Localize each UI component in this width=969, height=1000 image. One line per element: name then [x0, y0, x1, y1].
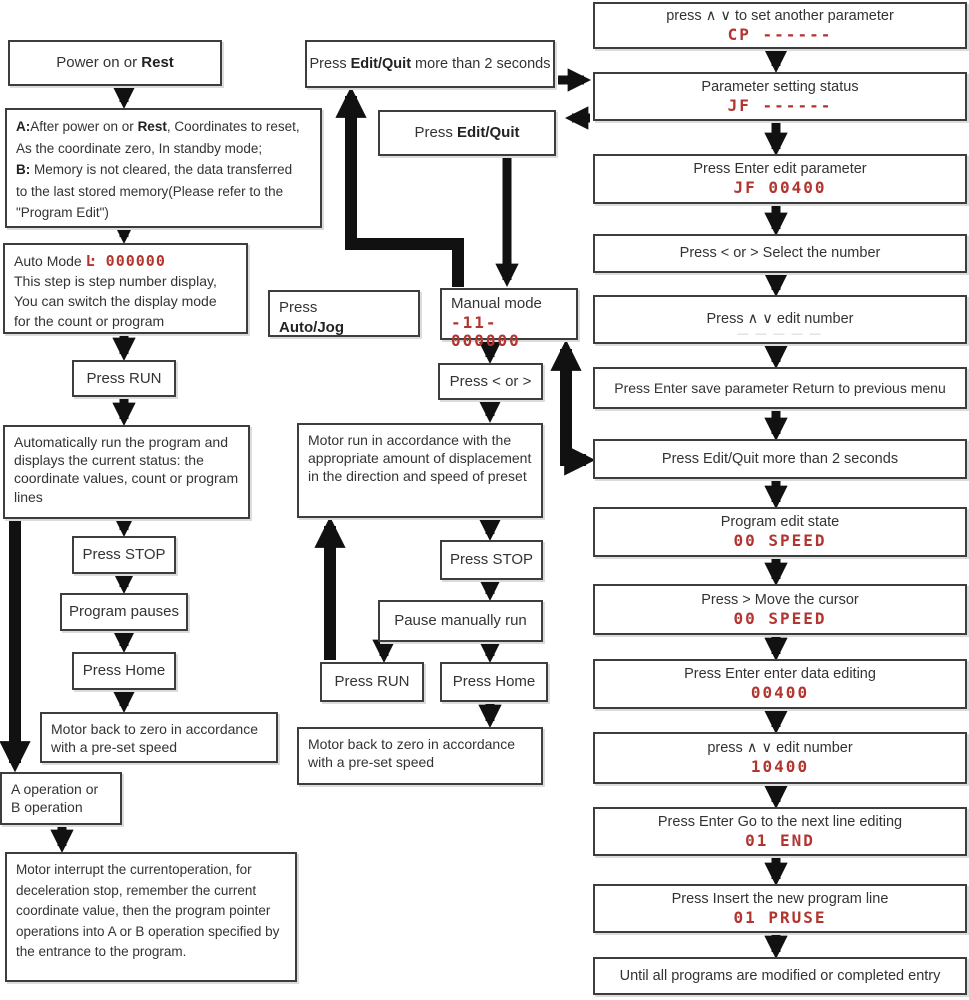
auto-mode-line2: This step is step number display, — [14, 273, 217, 289]
box-a-b-operation: A operation or B operation — [0, 772, 122, 825]
box-save-param: Press Enter save parameter Return to pre… — [593, 367, 967, 409]
move-cursor-label: Press > Move the cursor — [701, 591, 859, 608]
box-press-autojog: Press Auto/Jog — [268, 290, 420, 337]
edit-number-2-label: press ∧ ∨ edit number — [707, 740, 853, 757]
box-motor-back-zero: Motor back to zero in accordance with a … — [40, 712, 278, 763]
move-cursor-led-display: 00 SPEED — [733, 608, 827, 628]
box-press-stop-manual: Press STOP — [440, 540, 543, 580]
box-press-stop: Press STOP — [72, 536, 176, 574]
editquit-2s-right-label: Press Edit/Quit more than 2 seconds — [661, 450, 899, 467]
box-press-editquit: Press Edit/Quit — [378, 110, 556, 156]
box-program-pauses: Program pauses — [60, 593, 188, 631]
box-edit-number-2: press ∧ ∨ edit number 10400 — [593, 732, 967, 784]
box-program-edit-state: Program edit state 00 SPEED — [593, 507, 967, 557]
box-motor-run-preset: Motor run in accordance with the appropr… — [297, 423, 543, 518]
motor-interrupt-label: Motor interrupt the currentoperation, fo… — [16, 862, 280, 959]
edit-number-faint-dashes: — — — — — — [737, 328, 823, 340]
box-press-home-manual: Press Home — [440, 662, 548, 702]
box-press-home: Press Home — [72, 652, 176, 690]
enter-data-editing-label: Press Enter enter data editing — [684, 666, 876, 683]
press-home-manual-label: Press Home — [452, 673, 536, 691]
box-move-cursor: Press > Move the cursor 00 SPEED — [593, 584, 967, 635]
manual-mode-label: Manual mode — [451, 295, 542, 312]
box-press-run: Press RUN — [72, 360, 176, 397]
box-insert-program-line: Press Insert the new program line 01 PRU… — [593, 884, 967, 933]
ab-note-line4: to the last stored memory(Please refer t… — [16, 183, 284, 199]
auto-mode-line4: for the count or program — [14, 313, 165, 329]
box-select-number: Press < or > Select the number — [593, 234, 967, 273]
motor-back-zero-label: Motor back to zero in accordance with a … — [51, 721, 258, 756]
program-pauses-label: Program pauses — [68, 603, 180, 621]
edit-number-label: Press ∧ ∨ edit number — [706, 311, 854, 328]
param-status-label: Parameter setting status — [701, 78, 859, 95]
pause-manual-run-label: Pause manually run — [394, 612, 527, 630]
box-motor-back-zero-manual: Motor back to zero in accordance with a … — [297, 727, 543, 785]
edit-number-2-led-display: 10400 — [750, 757, 810, 777]
box-edit-number: Press ∧ ∨ edit number — — — — — — [593, 295, 967, 344]
box-until-completed: Until all programs are modified or compl… — [593, 957, 967, 995]
press-left-right-label: Press < or > — [449, 372, 532, 390]
program-edit-state-label: Program edit state — [720, 514, 840, 531]
press-home-label: Press Home — [82, 662, 166, 680]
enter-edit-param-led-display: JF 00400 — [733, 178, 827, 198]
select-number-label: Press < or > Select the number — [679, 245, 881, 262]
auto-mode-line1: Auto Mode Ŀ 000000 — [14, 252, 166, 270]
box-editquit-2s-right: Press Edit/Quit more than 2 seconds — [593, 439, 967, 479]
box-manual-mode: Manual mode -11-000000 — [440, 288, 578, 350]
program-edit-state-led-display: 00 SPEED — [733, 531, 827, 551]
press-autojog-line2: Auto/Jog — [279, 318, 344, 336]
auto-mode-line3: You can switch the display mode — [14, 293, 217, 309]
until-completed-label: Until all programs are modified or compl… — [619, 967, 941, 984]
box-enter-edit-param: Press Enter edit parameter JF 00400 — [593, 154, 967, 204]
motor-back-zero-manual-label: Motor back to zero in accordance with a … — [308, 736, 515, 771]
box-power-on: Power on or Rest — [8, 40, 222, 86]
box-motor-interrupt: Motor interrupt the currentoperation, fo… — [5, 852, 297, 982]
enter-edit-param-label: Press Enter edit parameter — [693, 161, 867, 178]
motor-run-preset-label: Motor run in accordance with the appropr… — [308, 432, 532, 485]
save-param-label: Press Enter save parameter Return to pre… — [614, 379, 946, 396]
box-press-editquit-2s: Press Edit/Quit more than 2 seconds — [305, 40, 555, 88]
press-autojog-line1: Press — [279, 299, 318, 316]
enter-data-editing-led-display: 00400 — [750, 683, 810, 703]
press-run-manual-label: Press RUN — [334, 673, 410, 691]
box-ab-note: A:After power on or Rest, Coordinates to… — [5, 108, 322, 228]
manual-mode-led-display: -11-000000 — [451, 312, 521, 350]
next-line-editing-led-display: 01 END — [745, 830, 815, 850]
insert-program-line-led-display: 01 PRUSE — [733, 907, 827, 927]
connector-manual-editquit-bidir — [550, 339, 596, 476]
press-editquit-label: Press Edit/Quit — [414, 124, 520, 142]
box-auto-mode: Auto Mode Ŀ 000000 This step is step num… — [3, 243, 248, 334]
auto-run-status-label: Automatically run the program and displa… — [14, 434, 239, 505]
press-editquit-2s-label: Press Edit/Quit more than 2 seconds — [309, 55, 551, 72]
box-pause-manual-run: Pause manually run — [378, 600, 543, 642]
connector-manual-to-editquit — [335, 86, 464, 287]
param-status-led-display: JF ------ — [727, 95, 833, 115]
next-line-editing-label: Press Enter Go to the next line editing — [657, 813, 903, 830]
box-enter-data-editing: Press Enter enter data editing 00400 — [593, 659, 967, 709]
insert-program-line-label: Press Insert the new program line — [671, 890, 889, 907]
box-param-status: Parameter setting status JF ------ — [593, 72, 967, 121]
box-power-on-label: Power on or Rest — [56, 54, 174, 72]
a-b-operation-label: A operation or B operation — [11, 781, 99, 816]
press-stop-manual-label: Press STOP — [449, 551, 534, 569]
box-auto-run-status: Automatically run the program and displa… — [3, 425, 250, 519]
box-press-left-right: Press < or > — [438, 363, 543, 400]
box-press-run-manual: Press RUN — [320, 662, 424, 702]
ab-note-line3: B: Memory is not cleared, the data trans… — [16, 162, 293, 177]
box-param-another: press ∧ ∨ to set another parameter CP --… — [593, 2, 967, 49]
param-another-led-display: CP ------ — [727, 24, 833, 44]
param-another-label: press ∧ ∨ to set another parameter — [666, 7, 894, 24]
ab-note-line5: "Program Edit") — [16, 205, 109, 220]
ab-note-line2: As the coordinate zero, In standby mode; — [16, 140, 263, 156]
auto-mode-led-display: Ŀ 000000 — [85, 252, 166, 270]
box-next-line-editing: Press Enter Go to the next line editing … — [593, 807, 967, 856]
ab-note-line1: A:After power on or Rest, Coordinates to… — [16, 119, 300, 134]
press-stop-label: Press STOP — [82, 546, 166, 564]
press-run-label: Press RUN — [86, 369, 162, 387]
